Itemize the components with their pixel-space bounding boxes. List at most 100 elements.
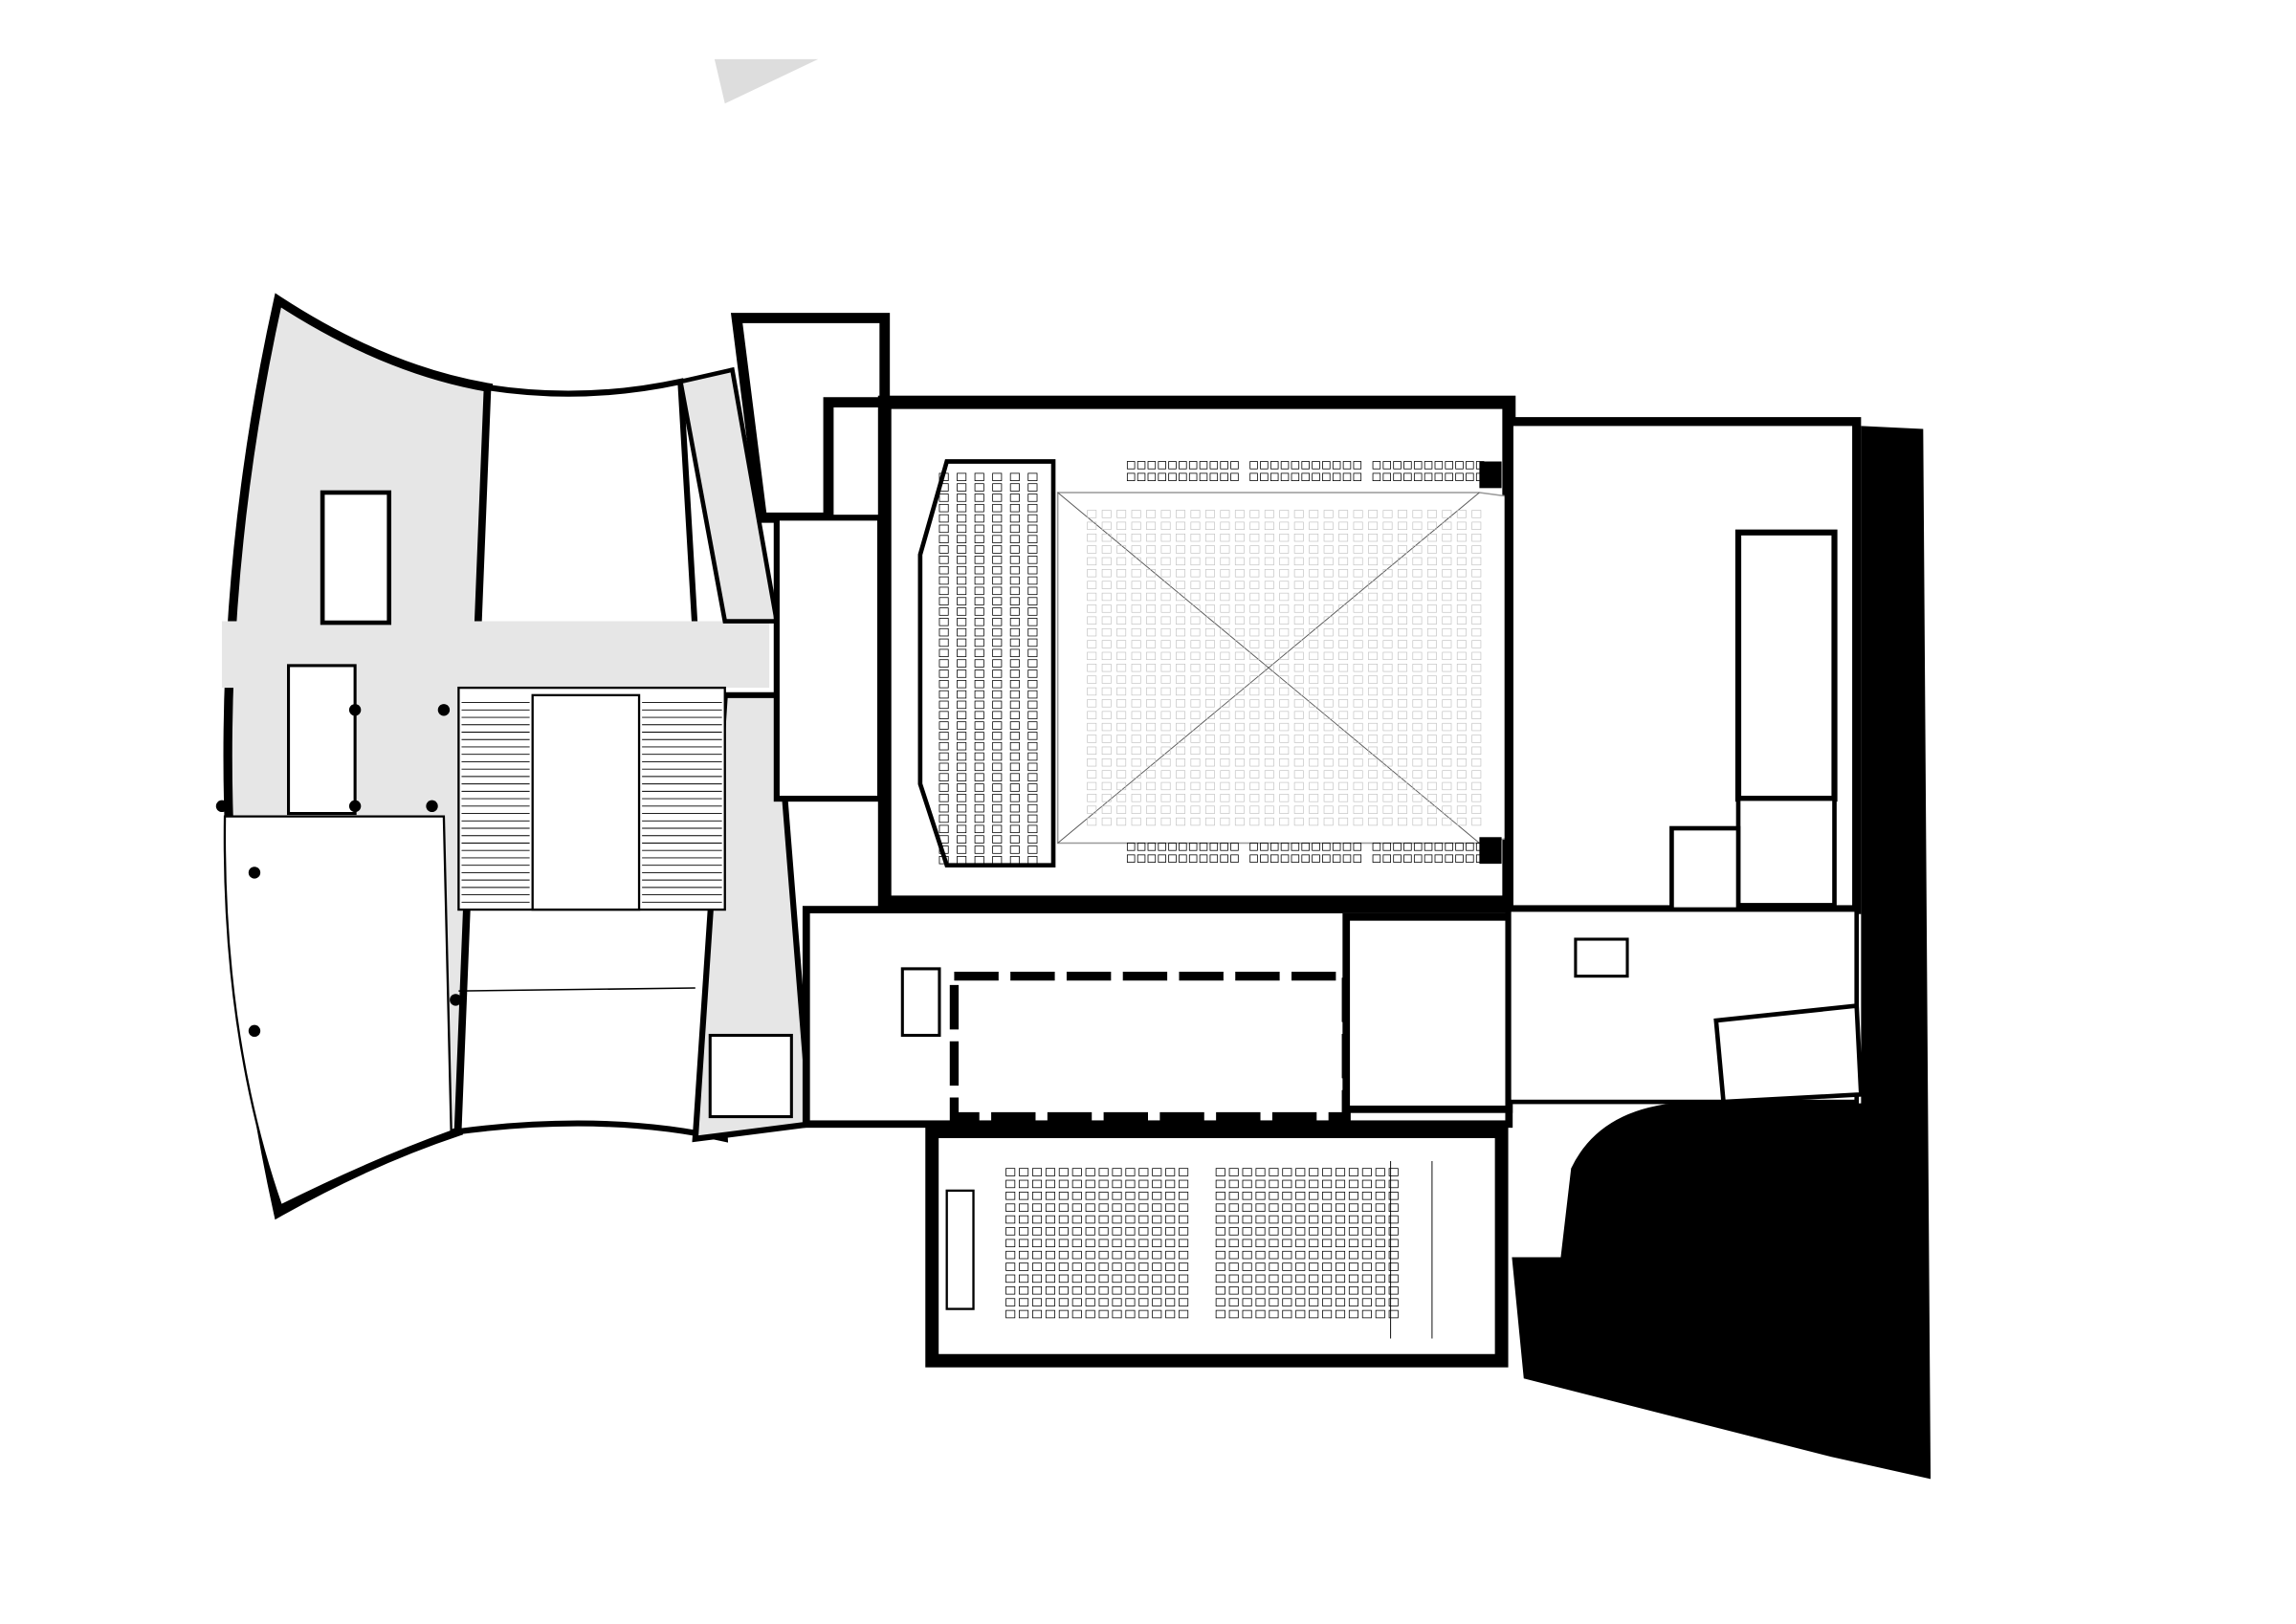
seat	[1009, 627, 1020, 637]
seat	[1160, 699, 1171, 708]
seat	[938, 773, 949, 781]
seat	[1338, 770, 1349, 779]
seat	[1146, 675, 1157, 684]
seat	[1382, 843, 1391, 851]
seat	[1455, 461, 1464, 470]
seat	[1434, 472, 1444, 481]
seat	[1152, 1227, 1162, 1236]
seat	[1234, 521, 1245, 530]
seat	[1309, 664, 1319, 672]
seat	[1382, 722, 1393, 732]
seat	[974, 679, 984, 689]
seat	[1471, 627, 1482, 637]
seat	[1456, 521, 1467, 530]
seat	[1112, 1227, 1122, 1236]
seat	[1269, 1203, 1279, 1212]
seat	[974, 576, 984, 585]
seat	[938, 535, 949, 543]
seat	[1442, 722, 1452, 732]
seat	[1152, 1309, 1162, 1319]
seat	[1309, 627, 1319, 637]
seat	[1249, 616, 1260, 625]
column	[248, 1024, 261, 1038]
seat	[1338, 675, 1349, 684]
seat	[1019, 1203, 1029, 1212]
seat	[1205, 794, 1215, 802]
seat	[1087, 521, 1097, 530]
seat	[1368, 758, 1379, 767]
seat	[1368, 699, 1379, 708]
seat	[1382, 472, 1391, 481]
seat	[1058, 1262, 1069, 1271]
seat	[1475, 843, 1485, 851]
seat	[1101, 722, 1112, 732]
seat	[1205, 687, 1215, 696]
seat	[1176, 711, 1185, 719]
seat	[1215, 1227, 1225, 1236]
seat	[1336, 1286, 1346, 1295]
seat	[1176, 770, 1185, 779]
seat	[1019, 1179, 1029, 1189]
seat	[1249, 675, 1260, 684]
seat	[1125, 1262, 1136, 1271]
seat	[1388, 1215, 1399, 1224]
seat	[1323, 781, 1334, 791]
seat	[992, 835, 1003, 844]
seat	[1125, 1227, 1136, 1236]
seat	[1101, 651, 1112, 661]
seat	[1456, 735, 1467, 743]
seat	[1058, 1286, 1069, 1295]
seat	[1249, 604, 1260, 613]
seat	[1146, 735, 1157, 743]
seat	[938, 835, 949, 844]
seat	[1138, 1168, 1149, 1176]
seat	[1293, 581, 1304, 589]
seat	[1009, 773, 1020, 781]
seat	[1353, 557, 1363, 566]
seat	[1009, 824, 1020, 834]
seat	[1368, 533, 1379, 542]
seat	[1116, 817, 1127, 826]
seat	[1471, 770, 1482, 779]
seat	[1116, 770, 1127, 779]
seat	[1158, 461, 1166, 470]
seat	[1282, 1250, 1292, 1260]
seat	[1323, 627, 1334, 637]
seat	[1361, 1168, 1372, 1176]
seat	[1205, 735, 1215, 743]
seat	[1188, 472, 1198, 481]
seat	[1220, 817, 1230, 826]
seat	[1101, 675, 1112, 684]
seat	[1220, 651, 1230, 661]
seat	[1220, 843, 1228, 851]
seat	[1179, 1192, 1189, 1200]
seat	[1442, 817, 1452, 826]
seat	[1009, 494, 1020, 502]
seat	[1301, 461, 1310, 470]
seat	[1295, 1192, 1306, 1200]
seat	[1045, 1168, 1055, 1176]
seat	[1249, 581, 1260, 589]
seat	[1112, 1309, 1122, 1319]
seat	[1220, 664, 1230, 672]
seat	[1398, 687, 1407, 696]
seat	[1176, 627, 1185, 637]
seat	[1058, 1192, 1069, 1200]
seat	[1176, 569, 1185, 578]
seat	[1087, 557, 1097, 566]
seat	[1242, 1179, 1252, 1189]
seat	[1220, 735, 1230, 743]
seat	[1220, 711, 1230, 719]
seat	[1442, 545, 1452, 554]
seat	[1375, 1168, 1385, 1176]
seat	[1179, 1203, 1189, 1212]
seat	[1215, 1179, 1225, 1189]
seat	[1336, 1309, 1346, 1319]
seat	[1280, 854, 1290, 863]
seat	[1190, 817, 1201, 826]
seat	[1249, 770, 1260, 779]
seat	[1205, 746, 1215, 755]
seat	[1293, 805, 1304, 814]
seat	[1426, 770, 1437, 779]
seat	[1160, 592, 1171, 602]
